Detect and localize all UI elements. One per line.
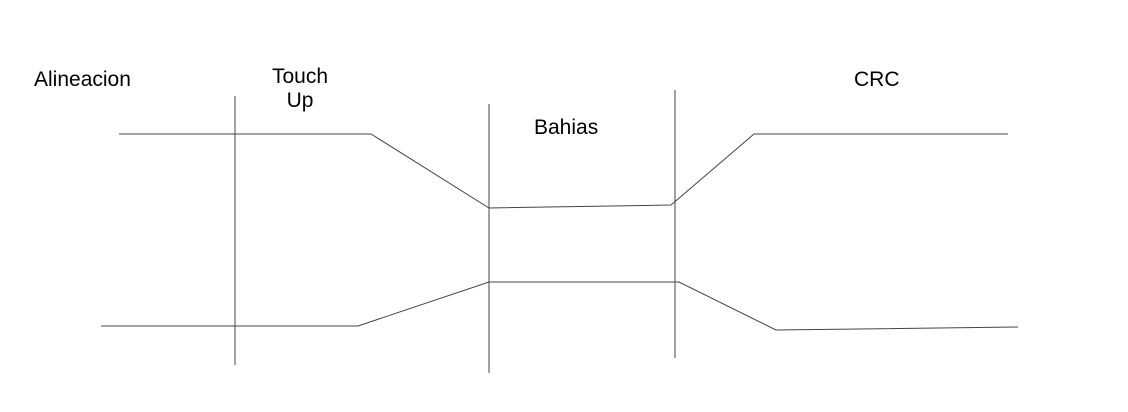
- stage-label-crc: CRC: [854, 68, 900, 91]
- stage-label-bahias: Bahias: [534, 116, 599, 139]
- stage-label-touch-up-line2: Up: [286, 89, 314, 112]
- upper-flow-boundary: [119, 133, 1008, 209]
- lower-flow-boundary: [101, 281, 1019, 331]
- stage-label-touch-up-line1: Touch: [271, 65, 329, 88]
- stage-label-alineacion: Alineacion: [34, 68, 131, 91]
- stage-label-touch-up: Touch Up: [260, 65, 340, 113]
